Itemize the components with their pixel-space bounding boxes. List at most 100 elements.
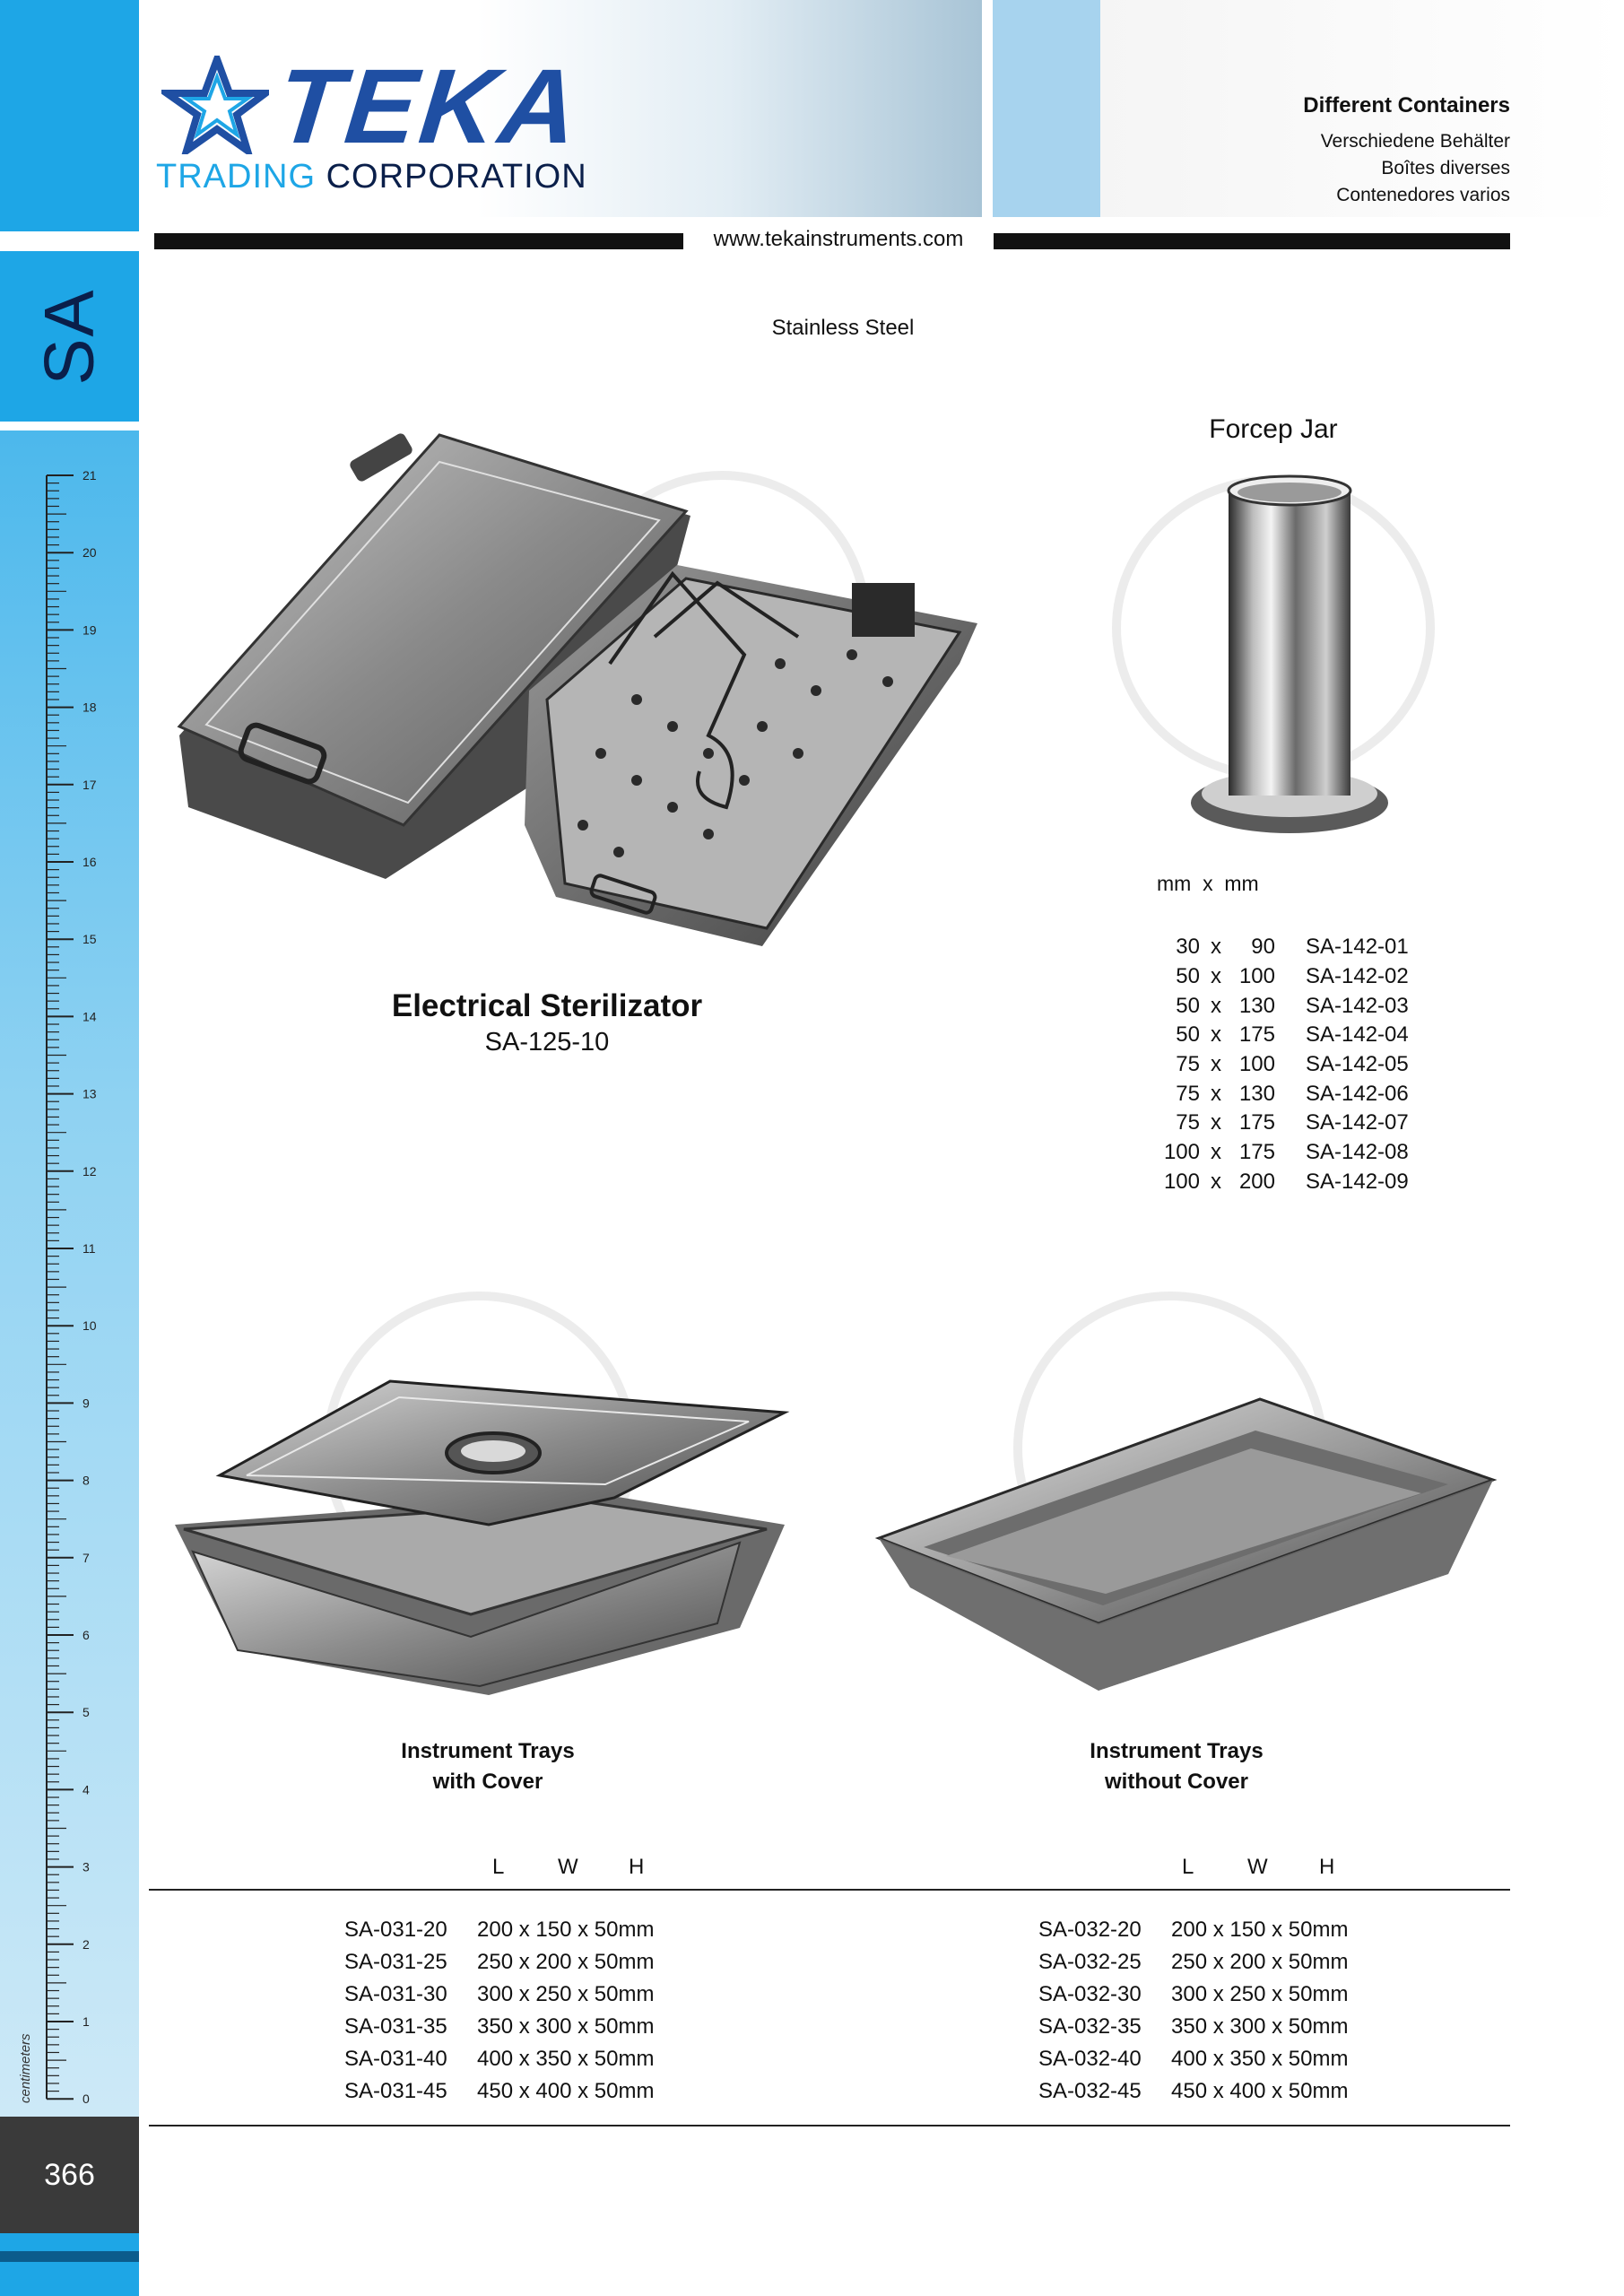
ruler-number: 10	[83, 1318, 97, 1333]
item-code: SA-142-07	[1306, 1110, 1409, 1135]
item-size: 400 x 350 x 50mm	[1171, 2047, 1349, 2071]
forcep-jar-image	[1191, 474, 1388, 833]
item-code: SA-032-40	[1038, 2047, 1142, 2071]
size-x: x	[1211, 1140, 1221, 1165]
item-code: SA-032-25	[1038, 1950, 1142, 1974]
centimeter-ruler	[0, 430, 139, 2117]
item-code: SA-032-45	[1038, 2079, 1142, 2103]
ruler-number: 0	[83, 2092, 90, 2106]
size-x: x	[1211, 1110, 1221, 1135]
size-a: 75	[1176, 1110, 1200, 1135]
sidebar-bottom-block	[0, 2233, 139, 2296]
table-row: SA-031-45 450 x 400 x 50mm	[344, 2075, 654, 2108]
item-code: SA-142-06	[1306, 1081, 1409, 1106]
table-row: 100 x 200 SA-142-09	[1157, 1168, 1409, 1197]
item-code: SA-031-20	[344, 1918, 447, 1942]
col-width-header: W	[558, 1855, 578, 1879]
sterilizator-image	[177, 433, 977, 946]
size-x: x	[1211, 993, 1221, 1018]
size-b: 90	[1251, 935, 1275, 960]
item-code: SA-031-45	[344, 2079, 447, 2103]
size-a: 50	[1176, 964, 1200, 989]
item-code: SA-142-09	[1306, 1169, 1409, 1194]
ruler-number: 12	[83, 1164, 97, 1178]
size-a: 50	[1176, 1022, 1200, 1048]
header-rule-right	[994, 233, 1510, 249]
size-b: 200	[1238, 1169, 1275, 1194]
col-height-header: H	[1319, 1855, 1335, 1879]
section-label: SA	[30, 287, 109, 386]
item-size: 350 x 300 x 50mm	[1171, 2014, 1349, 2039]
table-row: SA-032-45 450 x 400 x 50mm	[1038, 2075, 1348, 2108]
col-height-header: H	[629, 1855, 645, 1879]
size-a: 30	[1176, 935, 1200, 960]
ruler-number: 5	[83, 1705, 90, 1719]
size-b: 130	[1238, 1081, 1275, 1106]
page-title: Different Containers	[1303, 93, 1510, 117]
size-b: 175	[1238, 1022, 1275, 1048]
item-size: 250 x 200 x 50mm	[477, 1950, 655, 1974]
size-x: x	[1211, 964, 1221, 989]
item-size: 450 x 400 x 50mm	[477, 2079, 655, 2103]
page-number-block: 366	[0, 2117, 139, 2233]
material-label: Stainless Steel	[771, 316, 915, 340]
size-a: 100	[1163, 1140, 1200, 1165]
item-code: SA-032-30	[1038, 1982, 1142, 2006]
ruler-number: 3	[83, 1860, 90, 1874]
item-size: 450 x 400 x 50mm	[1171, 2079, 1349, 2103]
trays-without-cover-title: Instrument Trays without Cover	[1090, 1739, 1264, 1794]
table-top-rule	[149, 1889, 1510, 1891]
item-code: SA-031-35	[344, 2014, 447, 2039]
size-x: x	[1211, 1169, 1221, 1194]
website-link[interactable]: www.tekainstruments.com	[713, 227, 964, 251]
forcep-jar-units: mm x mm	[1157, 872, 1259, 895]
item-size: 200 x 150 x 50mm	[1171, 1918, 1349, 1942]
table-row: SA-032-40 400 x 350 x 50mm	[1038, 2043, 1348, 2075]
item-code: SA-031-25	[344, 1950, 447, 1974]
sterilizator-title: Electrical Sterilizator	[391, 988, 703, 1023]
brand-name: TEKA	[272, 48, 587, 166]
size-x: x	[1211, 1052, 1221, 1077]
subtitle-spanish: Contenedores varios	[1336, 185, 1510, 205]
item-code: SA-032-20	[1038, 1918, 1142, 1942]
ruler-number: 4	[83, 1782, 90, 1796]
ruler-number: 16	[83, 855, 97, 869]
table-bottom-rule	[149, 2125, 1510, 2126]
tray-without-cover-image	[874, 1397, 1498, 1691]
ruler-number: 14	[83, 1009, 97, 1023]
header-rule-left	[154, 233, 683, 249]
ruler-number: 17	[83, 778, 97, 792]
ruler-number: 19	[83, 622, 97, 637]
ruler-number: 13	[83, 1087, 97, 1101]
size-b: 175	[1238, 1140, 1275, 1165]
size-a: 100	[1163, 1169, 1200, 1194]
trays-with-cover-title: Instrument Trays with Cover	[401, 1739, 575, 1794]
subtitle-french: Boîtes diverses	[1381, 158, 1510, 178]
item-code: SA-142-05	[1306, 1052, 1409, 1077]
header-background	[139, 0, 982, 217]
brand-subtitle: TRADING CORPORATION	[156, 158, 587, 196]
col-width-header: W	[1247, 1855, 1268, 1879]
item-code: SA-032-35	[1038, 2014, 1142, 2039]
ruler-number: 9	[83, 1396, 90, 1410]
size-x: x	[1211, 1022, 1221, 1048]
item-code: SA-142-01	[1306, 935, 1409, 960]
item-size: 300 x 250 x 50mm	[477, 1982, 655, 2006]
header-accent-bar	[993, 0, 1100, 217]
